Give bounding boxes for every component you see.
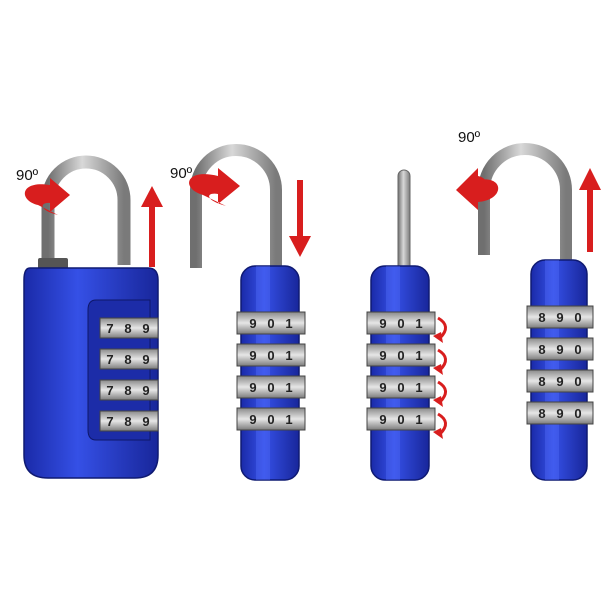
wheel-digit: 9 [556,310,563,325]
wheel-turn-arrow-icon [437,316,447,340]
angle-label: 90º [170,165,193,182]
wheel-digit: 7 [106,321,113,336]
wheel-digit: 8 [124,321,131,336]
dial-wheel[interactable]: 9 0 1 [366,407,436,431]
dial-wheel[interactable]: 9 0 1 [236,343,306,367]
wheel-digit: 7 [106,414,113,429]
wheel-digit: 0 [397,348,404,363]
wheel-digit: 9 [556,406,563,421]
wheel-turn-arrow-icon [433,364,443,375]
wheel-turn-arrow-icon [433,396,443,407]
shackle-collar [38,258,68,270]
dial-wheel[interactable]: 8 9 0 [526,369,594,393]
wheel-digit: 1 [415,316,422,331]
wheel-digit: 8 [124,352,131,367]
wheel-turn-arrow-icon [437,412,447,436]
dial-wheel[interactable]: 9 0 1 [236,375,306,399]
dial-wheel[interactable]: 9 0 1 [366,311,436,335]
wheel-digit: 9 [556,342,563,357]
wheel-digit: 9 [142,383,149,398]
dial-wheel[interactable]: 9 0 1 [236,311,306,335]
wheel-digit: 9 [142,352,149,367]
wheel-digit: 8 [538,310,545,325]
shackle [397,169,411,268]
wheel-digit: 0 [267,412,274,427]
shackle [41,155,131,265]
dial-wheel[interactable]: 7 8 9 [99,379,159,401]
wheel-digit: 0 [574,310,581,325]
wheel-digit: 9 [142,414,149,429]
wheel-digit: 0 [574,374,581,389]
shackle [190,144,282,270]
wheel-digit: 9 [556,374,563,389]
wheel-digit: 9 [249,412,256,427]
wheel-digit: 9 [379,412,386,427]
wheel-digit: 7 [106,352,113,367]
arrow-up-icon [579,168,601,252]
arrow-down-icon [289,180,311,257]
wheel-digit: 0 [574,406,581,421]
wheel-digit: 1 [415,348,422,363]
wheel-turn-arrow-icon [437,380,447,404]
wheel-digit: 1 [285,348,292,363]
wheel-digit: 0 [397,316,404,331]
wheel-digit: 0 [397,380,404,395]
wheel-digit: 8 [538,374,545,389]
angle-label: 90º [458,129,481,146]
wheel-digit: 9 [379,380,386,395]
wheel-digit: 0 [574,342,581,357]
padlock-3: 9 0 1 9 0 1 9 0 1 9 0 1 [366,169,447,481]
wheel-digit: 1 [415,380,422,395]
wheel-digit: 1 [415,412,422,427]
wheel-turn-arrow-icon [433,428,443,439]
wheel-digit: 1 [285,412,292,427]
wheel-digit: 0 [267,348,274,363]
wheel-digit: 1 [285,380,292,395]
wheel-digit: 7 [106,383,113,398]
wheel-digit: 9 [379,348,386,363]
dial-wheel[interactable]: 9 0 1 [366,375,436,399]
wheel-digit: 9 [249,348,256,363]
dial-wheel[interactable]: 8 9 0 [526,337,594,361]
arrow-up-icon [141,186,163,267]
wheel-digit: 0 [267,316,274,331]
rotate-arrow-icon [24,178,70,215]
angle-label: 90º [16,167,39,184]
wheel-digit: 0 [267,380,274,395]
wheel-turn-arrow-icon [437,348,447,372]
wheel-digit: 8 [538,406,545,421]
wheel-turn-arrow-icon [433,332,443,343]
shackle [478,143,572,270]
wheel-digit: 9 [379,316,386,331]
dial-wheel[interactable]: 7 8 9 [99,348,159,370]
padlock-4: 8 9 0 8 9 0 8 9 0 8 9 0 90º [456,129,601,481]
rotate-arrow-icon [189,168,240,206]
wheel-digit: 8 [124,383,131,398]
dial-wheel[interactable]: 9 0 1 [366,343,436,367]
wheel-digit: 9 [249,380,256,395]
wheel-digit: 1 [285,316,292,331]
padlock-2: 9 0 1 9 0 1 9 0 1 9 0 1 90º [170,144,311,481]
dial-wheel[interactable]: 8 9 0 [526,401,594,425]
rotate-arrow-icon [456,168,499,210]
wheel-digit: 0 [397,412,404,427]
wheel-digit: 8 [538,342,545,357]
wheel-digit: 8 [124,414,131,429]
padlock-1: 7 8 9 7 8 9 7 8 9 7 8 9 90º [16,155,163,479]
wheel-digit: 9 [249,316,256,331]
dial-wheel[interactable]: 7 8 9 [99,410,159,432]
dial-wheel[interactable]: 7 8 9 [99,317,159,339]
dial-wheel[interactable]: 8 9 0 [526,305,594,329]
wheel-digit: 9 [142,321,149,336]
dial-wheel[interactable]: 9 0 1 [236,407,306,431]
